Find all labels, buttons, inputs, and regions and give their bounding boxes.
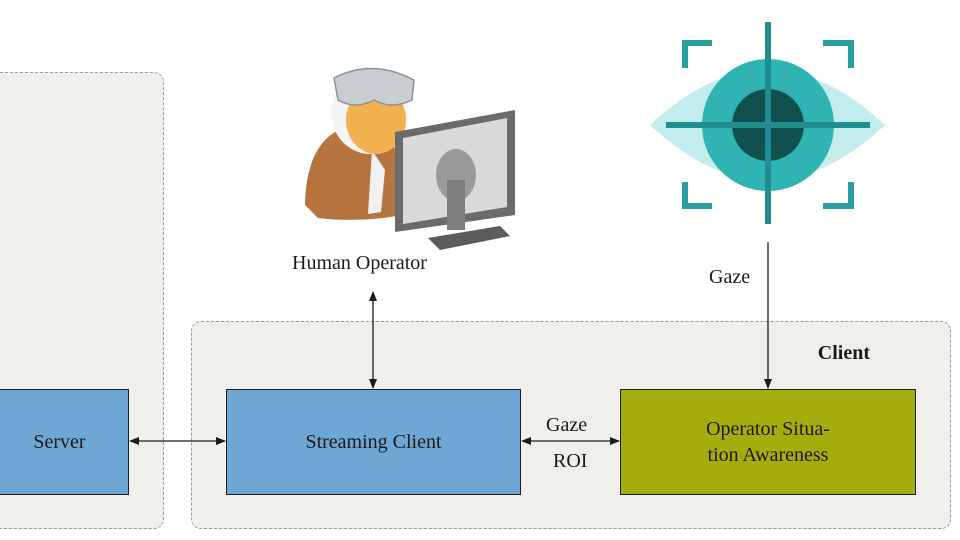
gaze-input-label: Gaze [709,266,751,288]
osa-label: Operator Situa- tion Awareness [706,416,830,468]
streaming-client-node: Streaming Client [226,389,521,495]
server-node: Server [0,389,129,495]
gaze-edge-label: Gaze [546,414,588,436]
client-region-title: Client [817,342,870,364]
human-operator-label: Human Operator [292,252,427,274]
roi-edge-label: ROI [553,450,588,472]
operator-situation-awareness-node: Operator Situa- tion Awareness [620,389,916,495]
server-node-label: Server [33,431,86,453]
osa-label-line2: tion Awareness [707,444,829,466]
osa-label-line1: Operator Situa- [706,418,830,440]
streaming-client-label: Streaming Client [305,431,442,453]
